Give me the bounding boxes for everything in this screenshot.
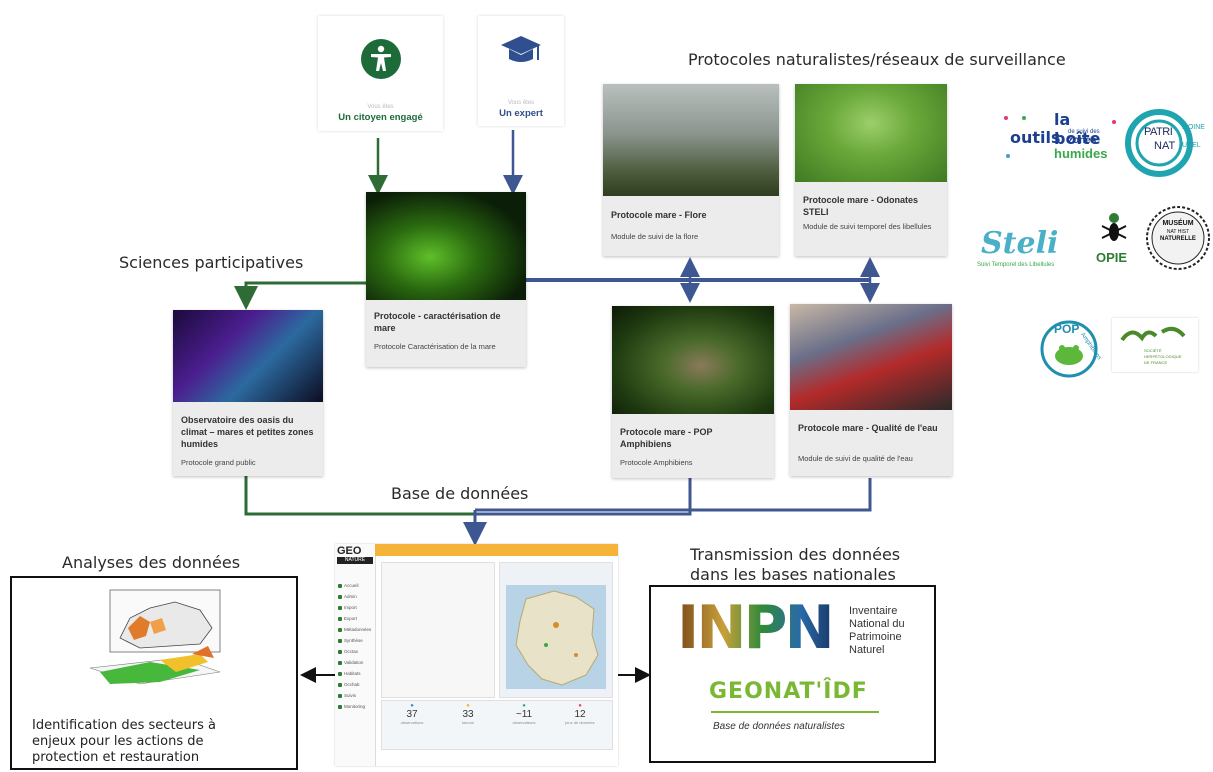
opie-logo: OPIE (1092, 210, 1136, 272)
transmission-heading-line1: Transmission des données (690, 545, 901, 564)
analysis-heading: Analyses des données (62, 553, 241, 572)
inpn-fullname: Inventaire National du Patrimoine Nature… (849, 605, 905, 656)
card-caracterisation-title: Protocole - caractérisation de mare (374, 311, 501, 333)
inpn-acronym: INPN (677, 593, 835, 663)
geonat-divider (711, 711, 879, 713)
geonature-nav-item[interactable]: Habitats (335, 668, 375, 679)
card-flore-title: Protocole mare - Flore (611, 210, 707, 220)
lily-pads-photo (366, 192, 526, 300)
card-flore-subtitle: Module de suivi de la flore (611, 232, 699, 241)
europe-maps-figure (89, 589, 221, 685)
role-expert-label: Un expert (499, 108, 543, 119)
dragonfly-photo (795, 84, 947, 182)
analysis-text: Identification des secteurs à enjeux pou… (32, 718, 216, 765)
geonature-nav-item[interactable]: Import (335, 602, 375, 613)
museum-logo: MUSÉUM NAT HIST NATURELLE (1145, 200, 1211, 276)
role-citizen-small: Vous êtes (367, 104, 394, 110)
geonature-stat: ● 33 taxons (462, 703, 474, 725)
role-expert-small: Vous êtes (507, 100, 535, 106)
card-flore[interactable]: Protocole mare - Flore Module de suivi d… (603, 84, 779, 256)
geonature-nav-item[interactable]: Monitoring (335, 701, 375, 712)
card-odonates-subtitle: Module de suivi temporel des libellules (803, 222, 932, 231)
shf-logo: SOCIÉTÉ HERPÉTOLOGIQUE DE FRANCE (1112, 318, 1198, 372)
role-citizen-tile[interactable]: Vous êtes Un citoyen engagé (318, 16, 443, 131)
protocols-heading: Protocoles naturalistes/réseaux de surve… (688, 50, 1066, 69)
geonature-nav-item[interactable]: Suivis (335, 690, 375, 701)
card-odonates-title: Protocole mare - Odonates STELI (803, 195, 919, 217)
card-caracterisation[interactable]: Protocole - caractérisation de mare Prot… (366, 192, 526, 367)
blue-line-amphibiens-to-db (475, 478, 692, 516)
geonat-caption: Base de données naturalistes (713, 721, 845, 732)
geonature-nav-item[interactable]: Admin (335, 591, 375, 602)
geonature-nav-item[interactable]: Export (335, 613, 375, 624)
pop-amphibiens-logo: POP Amphibiens (1036, 316, 1108, 382)
frog-photo (612, 306, 774, 414)
card-odonates[interactable]: Protocole mare - Odonates STELI Module d… (795, 84, 947, 256)
geonature-nav-item[interactable]: Synthèse (335, 635, 375, 646)
geonature-logo: GEO NATURE (335, 544, 375, 572)
geonature-stat: ● 37 observations (400, 703, 424, 725)
database-heading: Base de données (391, 484, 529, 503)
steli-logo: Steli Suivi Temporel des Libellules (977, 226, 1059, 268)
card-qualite-title: Protocole mare - Qualité de l'eau (798, 423, 938, 433)
card-oasis[interactable]: Observatoire des oasis du climat – mares… (173, 310, 323, 476)
analysis-box: Identification des secteurs à enjeux pou… (10, 576, 298, 770)
card-qualite[interactable]: Protocole mare - Qualité de l'eau Module… (790, 304, 952, 476)
geonature-stats-bar: ● 37 observations ● 33 taxons ● ~11 obse… (381, 700, 613, 750)
geonat-idf-logo: GEONAT'ÎDF (709, 679, 868, 704)
card-amphibiens[interactable]: Protocole mare - POP Amphibiens Protocol… (612, 306, 774, 478)
participatory-heading: Sciences participatives (119, 253, 304, 272)
role-expert-tile[interactable]: Vous êtes Un expert (478, 16, 564, 126)
role-citizen-label: Un citoyen engagé (338, 112, 423, 123)
transmission-heading: Transmission des données dans les bases … (690, 545, 900, 585)
card-caracterisation-subtitle: Protocole Caractérisation de la mare (374, 342, 496, 351)
card-oasis-subtitle: Protocole grand public (181, 458, 256, 467)
green-line-oasis-to-db (244, 476, 475, 516)
geonature-sidebar: GEO NATURE Accueil Admin Import Export M… (335, 544, 376, 766)
night-oasis-photo (173, 310, 323, 402)
blue-line-qualite-to-db (475, 478, 872, 512)
geonature-nav-item[interactable]: Occhab (335, 679, 375, 690)
transmission-box: INPN Inventaire National du Patrimoine N… (649, 585, 936, 763)
accessibility-icon (361, 39, 401, 79)
card-amphibiens-subtitle: Protocole Amphibiens (620, 458, 693, 467)
water-quality-photo (790, 304, 952, 410)
arrow-to-oasis (234, 281, 366, 310)
geonature-france-map (499, 562, 613, 698)
geonature-nav-item[interactable]: Occtax (335, 646, 375, 657)
geonature-welcome-panel (381, 562, 495, 698)
patrimoine-naturel-logo: PATRI MOINE NAT UREL (1124, 108, 1213, 178)
geonature-screenshot: GEO NATURE Accueil Admin Import Export M… (335, 544, 618, 766)
graduation-cap-icon (501, 36, 541, 62)
geonature-stat: ● ~11 observateurs (512, 703, 536, 725)
transmission-heading-line2: dans les bases nationales (690, 565, 896, 584)
card-amphibiens-title: Protocole mare - POP Amphibiens (620, 427, 713, 449)
card-qualite-subtitle: Module de suivi de qualité de l'eau (798, 454, 913, 463)
geonature-nav-item[interactable]: Validation (335, 657, 375, 668)
card-oasis-title: Observatoire des oasis du climat – mares… (181, 415, 314, 449)
geonature-nav-item[interactable]: Accueil (335, 580, 375, 591)
geonature-topbar (375, 544, 618, 556)
boite-outils-logo: la boîte outils de suivi des zones humid… (1002, 110, 1120, 172)
geonature-stat: ● 12 jeux de données (565, 703, 595, 725)
geonature-nav-item[interactable]: Métadonnées (335, 624, 375, 635)
pond-flora-photo (603, 84, 779, 196)
